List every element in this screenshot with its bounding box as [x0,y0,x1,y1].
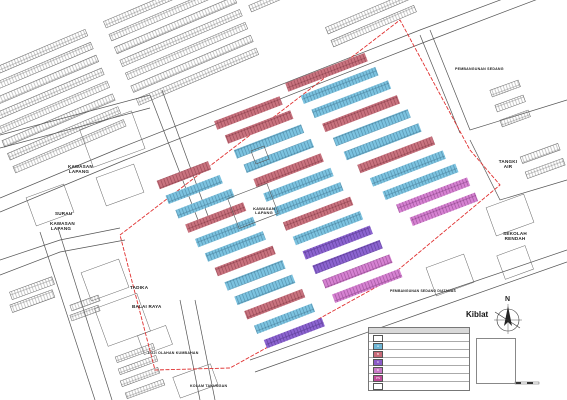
legend-row: A [369,342,469,350]
label-sekolah-rendah: SEKOLAH RENDAH [503,231,527,241]
label-tadika: TADIKA [130,285,149,290]
left-lots [9,110,219,399]
label-kiblat: Kiblat [466,310,489,319]
label-pembangunan-sedang: PEMBANGUNAN SEDANG [455,67,504,71]
legend-swatch: B [373,351,383,358]
label-surau: SURAU [55,211,73,216]
center-small-structure [250,145,270,165]
legend-swatch: D [373,367,383,374]
legend-row: B [369,350,469,358]
label-balai-raya: BALAI RAYA [132,304,162,309]
label-north: N [505,296,511,303]
legend-swatch [373,383,383,390]
surrounding-housing [0,0,417,174]
label-tangki-air: TANGKI AIR [498,159,518,169]
legend-row: C [369,358,469,366]
right-lots [425,79,566,297]
legend-swatch: C [373,359,383,366]
central-open-space [227,183,279,229]
legend-swatch: A [373,343,383,350]
north-compass [494,304,522,334]
legend-swatch [373,335,383,342]
legend-header [369,328,469,334]
label-pembangunan-sedang-bottom: PEMBANGUNAN SEDANG DIATANAS [390,289,456,293]
legend-row: D [369,366,469,374]
title-block [476,338,516,384]
label-loji-olahan: LOJI OLAHAN KUMBAHAN [148,351,199,355]
label-kawasan-lapang-top: KAWASAN LAPANG [68,164,93,174]
terrace-blocks [156,52,479,349]
legend-row: PS [369,374,469,382]
scale-bar [514,381,540,385]
legend-swatch: PS [373,375,383,382]
legend-row [369,334,469,342]
legend-row [369,382,469,390]
site-boundary [119,19,501,371]
label-kolam-takungan: KOLAM TAKUNGAN [190,384,228,388]
label-kawasan-lapang-left: KAWASAN LAPANG [50,221,75,231]
legend: A B C D PS [368,327,470,391]
label-kawasan-lapang-center: KAWASAN LAPANG [253,206,275,215]
